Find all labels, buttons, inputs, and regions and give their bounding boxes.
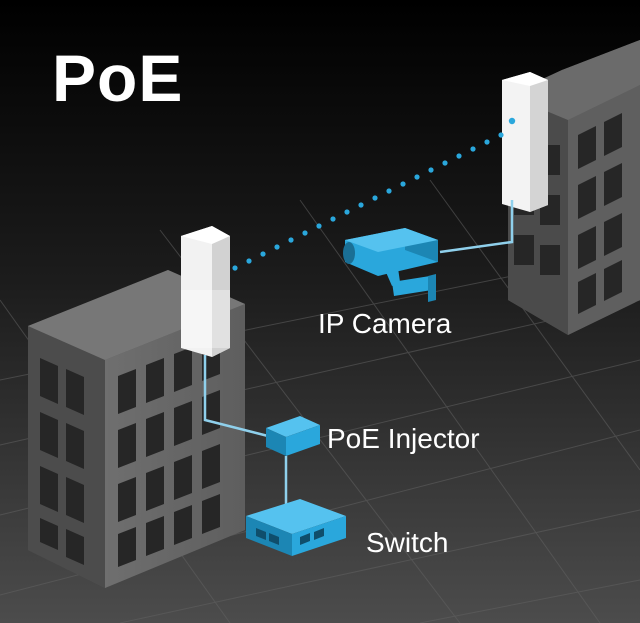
ip-camera-label: IP Camera: [318, 308, 452, 339]
poe-injector-icon: [266, 416, 320, 456]
radio-unit-left: [181, 226, 230, 357]
page-title: PoE: [52, 41, 184, 115]
injector-cable: [203, 355, 269, 438]
switch-label: Switch: [366, 527, 449, 558]
wireless-link: [232, 117, 516, 271]
switch-icon: [246, 499, 346, 556]
poe-injector-label: PoE Injector: [327, 423, 480, 454]
radio-unit-right: [502, 72, 548, 212]
camera-cable: [439, 200, 514, 254]
ip-camera-icon: [343, 228, 438, 302]
left-building: [28, 270, 245, 588]
